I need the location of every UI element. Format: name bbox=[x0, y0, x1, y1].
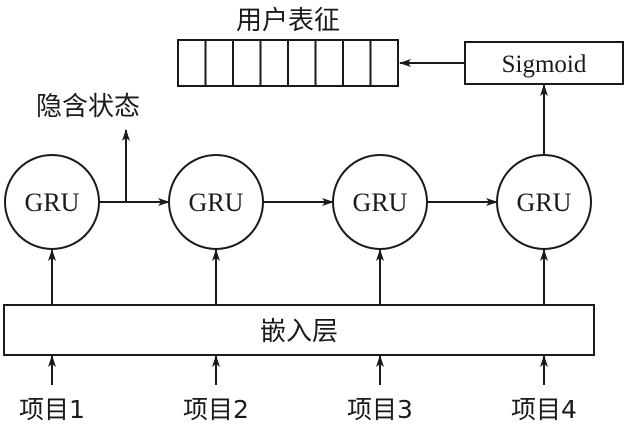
vector-cell bbox=[232, 39, 262, 87]
sigmoid-label: Sigmoid bbox=[502, 51, 587, 78]
user-representation-title: 用户表征 bbox=[236, 6, 340, 36]
vector-cell bbox=[204, 39, 234, 87]
embedding-layer-label: 嵌入层 bbox=[260, 317, 338, 347]
vector-cell bbox=[314, 39, 344, 87]
vector-cell bbox=[342, 39, 372, 87]
item-label-2: 项目2 bbox=[183, 395, 249, 424]
item-label-3: 项目3 bbox=[347, 395, 413, 424]
vector-cell bbox=[177, 39, 207, 87]
item-label-4: 项目4 bbox=[511, 395, 577, 424]
vector-cell bbox=[287, 39, 317, 87]
gru-label: GRU bbox=[25, 188, 80, 217]
gru-chain: GRU GRU GRU GRU bbox=[4, 84, 592, 305]
hidden-state-label: 隐含状态 bbox=[36, 92, 140, 122]
item-label-1: 项目1 bbox=[19, 395, 85, 424]
gru-label: GRU bbox=[353, 188, 408, 217]
vector-cell bbox=[259, 39, 289, 87]
gru-label: GRU bbox=[189, 188, 244, 217]
gru-label: GRU bbox=[517, 188, 572, 217]
item-inputs: 项目1 项目2 项目3 项目4 bbox=[19, 355, 577, 424]
user-representation-vector bbox=[177, 39, 399, 87]
vector-cell bbox=[369, 39, 399, 87]
embedding-layer-box bbox=[3, 304, 595, 356]
